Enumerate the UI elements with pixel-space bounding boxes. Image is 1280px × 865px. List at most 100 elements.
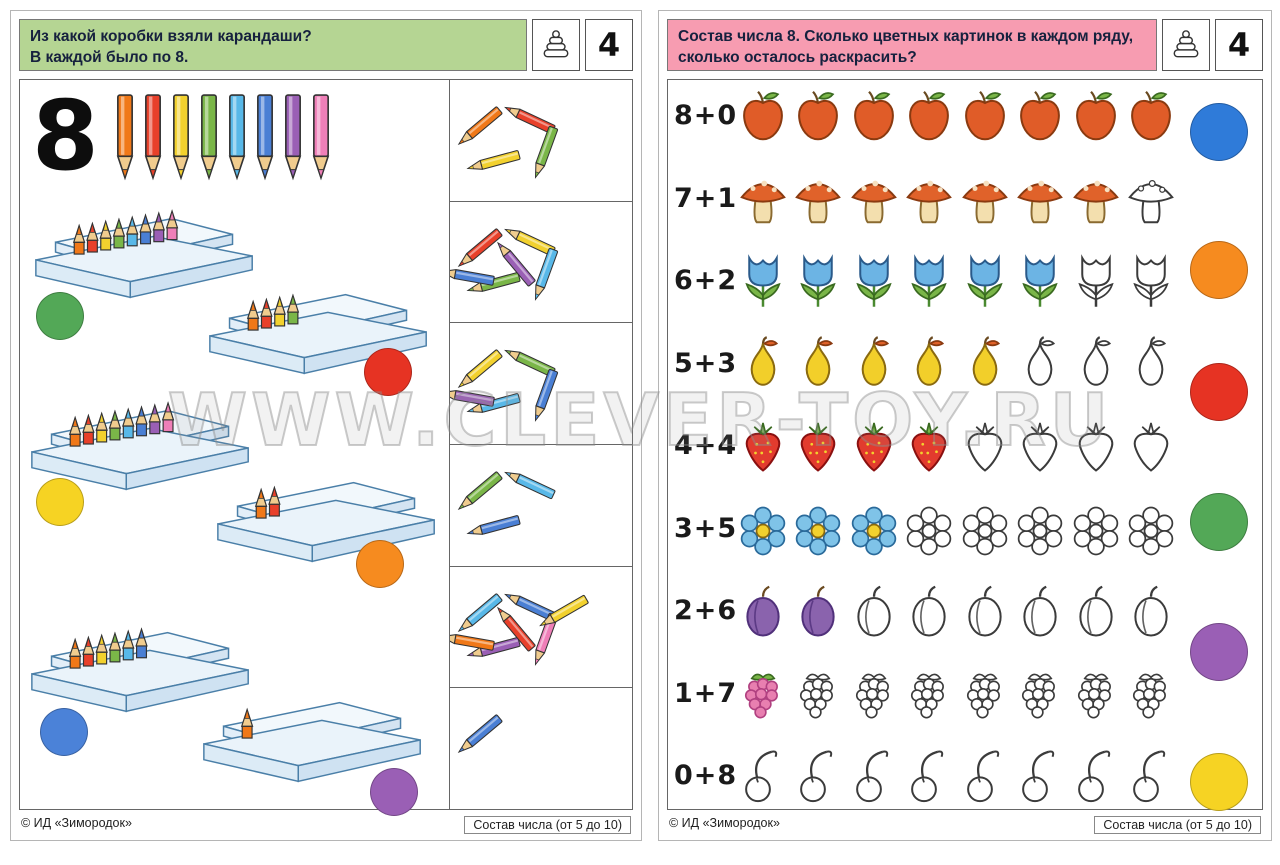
right-footer: © ИД «Зимородок» Состав числа (от 5 до 1…	[669, 816, 1261, 834]
row-icons	[738, 335, 1176, 391]
strawberry-icon	[912, 422, 947, 472]
strawberry-icon	[856, 422, 892, 472]
cherry-icon-outline	[1133, 750, 1166, 803]
flower-outline	[904, 501, 954, 556]
group-pencil	[450, 628, 497, 654]
pear-outline	[1126, 335, 1176, 391]
mushroom-outline	[1126, 171, 1176, 226]
right-content-frame: 8+0 7+1	[667, 79, 1263, 811]
row-label: 0+8	[674, 760, 738, 791]
pear-icon	[917, 335, 945, 386]
group-pencil	[450, 384, 497, 410]
row-label: 7+1	[674, 182, 738, 214]
apple-icon	[909, 90, 950, 141]
flower-icon-outline	[1128, 506, 1174, 555]
flower-outline	[960, 501, 1010, 556]
raspberry-outline	[1015, 666, 1065, 721]
strawberry-outline	[1015, 418, 1065, 473]
row-icons	[738, 253, 1176, 308]
right-title-line2: сколько осталось раскрасить?	[678, 48, 917, 66]
strawberry-icon-outline	[1133, 422, 1169, 472]
pencil-icon	[457, 228, 503, 267]
pencil-icon	[497, 241, 536, 287]
group-pencil	[497, 341, 558, 381]
cherry-outline	[1071, 748, 1121, 803]
mushroom-icon	[961, 180, 1008, 223]
raspberry-outline	[793, 666, 843, 721]
color-answer-circle	[1190, 623, 1248, 681]
pear-icon	[861, 335, 889, 386]
strawberry-icon	[801, 422, 836, 472]
apple-colored	[793, 88, 843, 143]
flower-outline	[1126, 501, 1176, 556]
flower-icon-outline	[1073, 506, 1118, 555]
pencil-icon	[228, 94, 246, 181]
tulip-icon	[1022, 254, 1058, 307]
composition-row-5plus3: 5+3	[674, 335, 1176, 391]
sample-pencil	[280, 92, 306, 186]
composition-row-7plus1: 7+1	[674, 171, 1176, 226]
apple-colored	[849, 88, 899, 143]
group-pencil	[450, 224, 506, 275]
sample-pencil	[224, 92, 250, 186]
pencil-icon	[144, 94, 162, 181]
pencil-group-cell	[450, 445, 632, 567]
plum-colored	[793, 583, 843, 638]
strawberry-colored	[849, 418, 899, 473]
row-label: 2+6	[674, 595, 738, 626]
group-pencil	[450, 103, 506, 154]
row-label: 4+4	[674, 430, 738, 461]
plum-colored	[738, 583, 788, 638]
strawberry-outline	[960, 418, 1010, 473]
strawberry-colored	[738, 418, 788, 473]
pencil-icon	[457, 349, 503, 389]
sample-pencil	[252, 92, 278, 186]
left-footer: © ИД «Зимородок» Состав числа (от 5 до 1…	[21, 816, 631, 834]
mushroom-colored	[1015, 171, 1065, 226]
apple-colored	[1071, 88, 1121, 143]
flower-colored	[793, 501, 843, 556]
group-pencil	[489, 234, 540, 290]
pencil-icon	[450, 268, 495, 286]
flower-icon	[796, 506, 841, 555]
plum-outline	[960, 583, 1010, 638]
composition-row-8plus0: 8+0	[674, 88, 1176, 143]
cherry-icon-outline	[1077, 750, 1110, 803]
mushroom-icon	[850, 180, 897, 223]
composition-row-0plus8: 0+8	[674, 748, 1176, 803]
raspberry-outline	[1126, 666, 1176, 721]
mushroom-colored	[960, 171, 1010, 226]
pencil-icon	[312, 94, 330, 181]
pencil-box	[35, 209, 253, 299]
pencil-box	[31, 401, 249, 491]
strawberry-icon	[745, 422, 781, 472]
apple-colored	[1015, 88, 1065, 143]
group-pencil	[489, 599, 540, 655]
pear-colored	[849, 335, 899, 391]
apple-icon	[798, 90, 839, 141]
pencil-icon	[534, 125, 559, 179]
flower-colored	[849, 501, 899, 556]
row-icons	[738, 583, 1176, 638]
composition-rows: 8+0 7+1	[674, 88, 1176, 803]
pencil-box	[203, 701, 421, 783]
raspberry-icon-outline	[966, 673, 1000, 718]
composition-row-4plus4: 4+4	[674, 418, 1176, 473]
plum-outline	[1015, 583, 1065, 638]
cherry-outline	[738, 748, 788, 803]
mushroom-icon	[740, 180, 786, 223]
apple-icon	[854, 90, 894, 141]
group-pencil	[497, 220, 558, 260]
tulip-colored	[849, 253, 899, 308]
pear-icon	[750, 335, 779, 386]
series-title: Состав числа (от 5 до 10)	[1094, 816, 1261, 834]
raspberry-outline	[1071, 666, 1121, 721]
group-pencil	[497, 98, 558, 138]
strawberry-icon-outline	[1078, 422, 1113, 472]
raspberry-icon-outline	[855, 673, 889, 718]
tulip-colored	[904, 253, 954, 308]
pencil-box-2	[202, 284, 438, 384]
pencil-box-1	[28, 208, 264, 308]
left-title-line1: Из какой коробки взяли карандаши?	[30, 28, 312, 45]
